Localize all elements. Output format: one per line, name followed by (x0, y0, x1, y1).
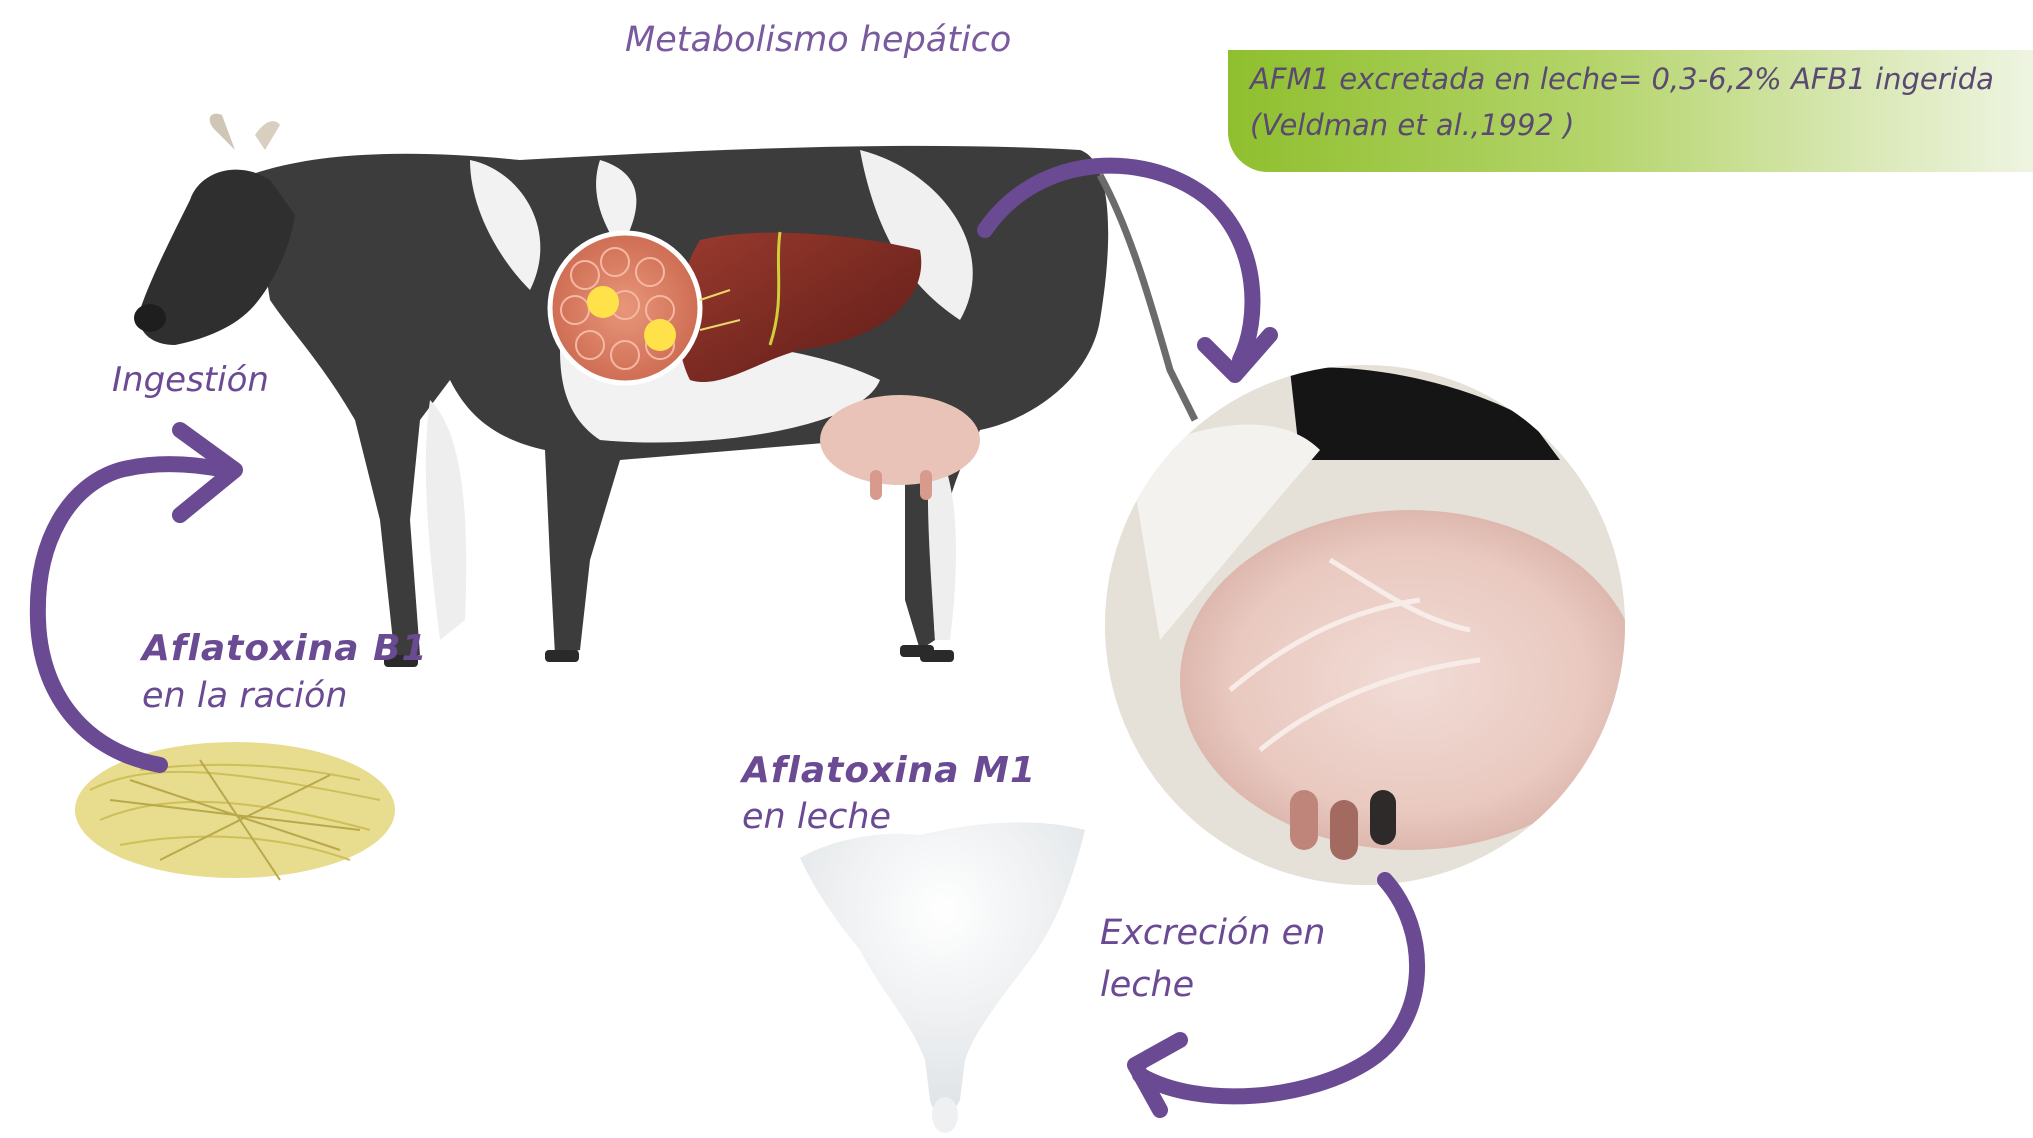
ingestion-label: Ingestión (112, 360, 269, 400)
milk-splash-icon (800, 822, 1085, 1133)
hay-icon (75, 742, 395, 880)
note-line-2: (Veldman et al.,1992 ) (1250, 108, 1574, 142)
udder-photo (1105, 365, 1640, 885)
aflatoxin-m1-subtitle: en leche (742, 797, 891, 837)
note-line-1: AFM1 excretada en leche= 0,3-6,2% AFB1 i… (1250, 62, 1994, 96)
aflatoxin-b1-subtitle: en la ración (142, 676, 348, 716)
aflatoxin-m1-title: Aflatoxina M1 (742, 750, 1036, 791)
excretion-label-line-2: leche (1100, 965, 1194, 1005)
hepatic-metabolism-label: Metabolismo hepático (625, 20, 1011, 60)
afm1-excretion-note: AFM1 excretada en leche= 0,3-6,2% AFB1 i… (1228, 50, 2033, 172)
excretion-label-line-1: Excreción en (1100, 913, 1325, 953)
cow-illustration (134, 114, 1195, 667)
aflatoxin-b1-title: Aflatoxina B1 (142, 628, 428, 669)
